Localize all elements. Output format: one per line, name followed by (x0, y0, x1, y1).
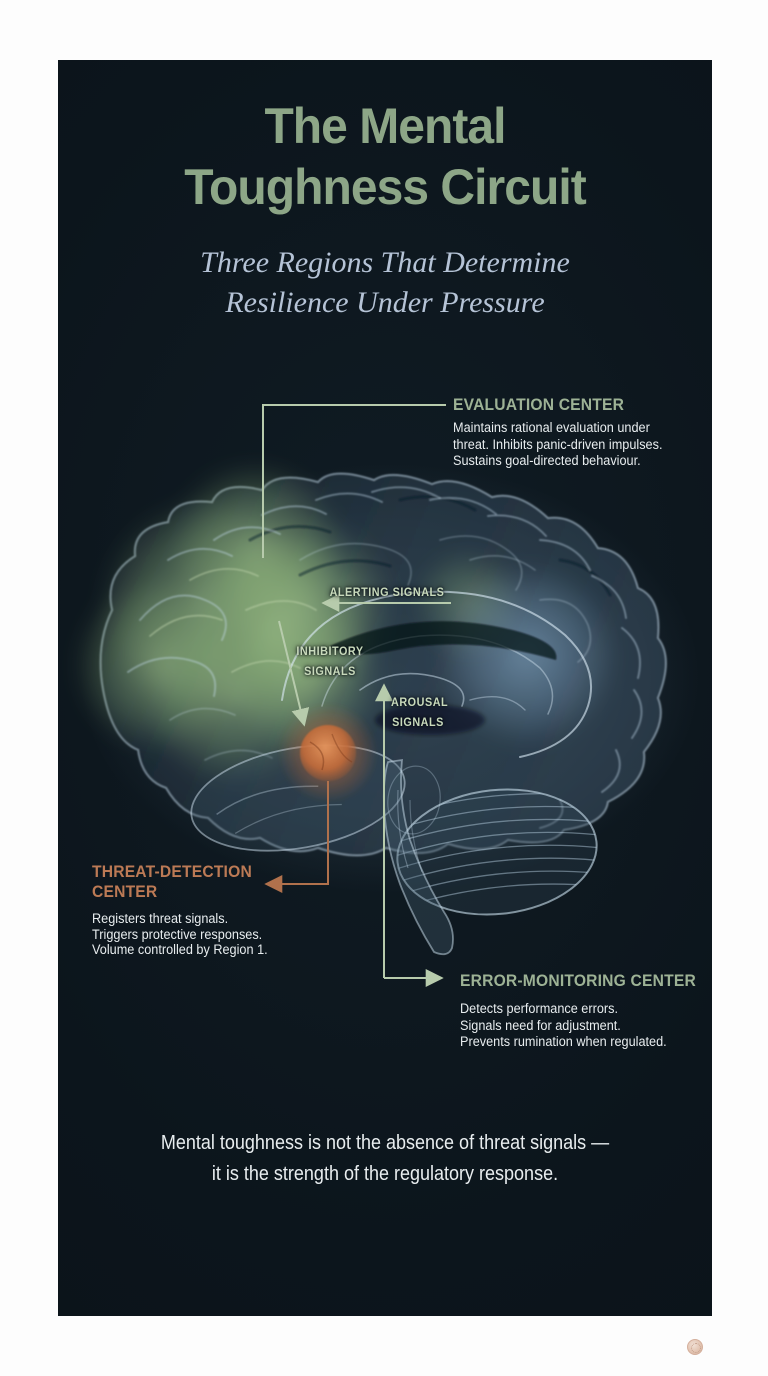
inhibitory-label-line: SIGNALS (304, 664, 356, 678)
error-monitoring-heading: ERROR-MONITORING CENTER (460, 971, 696, 990)
footer-line-2: it is the strength of the regulatory res… (211, 1163, 559, 1185)
evaluation-center-description: Maintains rational evaluation under thre… (453, 420, 662, 470)
limbic-system (281, 590, 592, 758)
title-line-2: Toughness Circuit (184, 159, 586, 215)
footer-line-1: Mental toughness is not the absence of t… (160, 1132, 610, 1154)
arousal-label-line: AROUSAL (391, 695, 449, 709)
subtitle-line-2: Resilience Under Pressure (225, 286, 545, 319)
error-desc-line: Signals need for adjustment. (460, 1017, 621, 1033)
cortex-folds (127, 486, 643, 829)
footer-takeaway: Mental toughness is not the absence of t… (91, 1128, 680, 1190)
evaluation-connector-line (262, 404, 446, 558)
page-subtitle: Three Regions That Determine Resilience … (58, 243, 712, 323)
subtitle-line-1: Three Regions That Determine (200, 246, 570, 279)
arousal-label-line: SIGNALS (392, 715, 444, 729)
threat-heading-line: THREAT-DETECTION (92, 862, 252, 881)
evaluation-desc-line: Sustains goal-directed behaviour. (453, 453, 641, 468)
inhibitory-signals-label: INHIBITORY SIGNALS (294, 641, 366, 681)
error-monitoring-region-blue (435, 563, 619, 747)
cerebellum (392, 788, 602, 916)
threat-desc-line: Volume controlled by Region 1. (92, 942, 268, 957)
publisher-seal-icon (687, 1339, 703, 1355)
brainstem (382, 758, 454, 956)
threat-heading-line: CENTER (92, 882, 158, 901)
inhibitory-signals-arrow (278, 620, 310, 727)
threat-desc-line: Registers threat signals. (92, 911, 229, 926)
threat-region-orange (278, 703, 378, 803)
evaluation-desc-line: Maintains rational evaluation under (453, 420, 650, 435)
title-line-1: The Mental (264, 98, 506, 154)
threat-detection-heading: THREAT-DETECTION CENTER (92, 862, 252, 902)
alerting-signals-label: ALERTING SIGNALS (329, 585, 445, 599)
inhibitory-label-line: INHIBITORY (296, 644, 364, 658)
error-desc-line: Detects performance errors. (460, 1001, 618, 1016)
evaluation-center-heading: EVALUATION CENTER (453, 395, 625, 414)
error-monitoring-description: Detects performance errors. Signals need… (460, 1001, 667, 1051)
evaluation-desc-line: threat. Inhibits panic-driven impulses. (453, 436, 663, 452)
threat-detection-description: Registers threat signals. Triggers prote… (92, 911, 268, 958)
page-title: The Mental Toughness Circuit (71, 96, 699, 218)
threat-connector-arrow (264, 781, 329, 893)
threat-desc-line: Triggers protective responses. (92, 926, 263, 942)
error-desc-line: Prevents rumination when regulated. (460, 1034, 667, 1049)
arousal-signals-label: AROUSAL SIGNALS (391, 692, 449, 732)
